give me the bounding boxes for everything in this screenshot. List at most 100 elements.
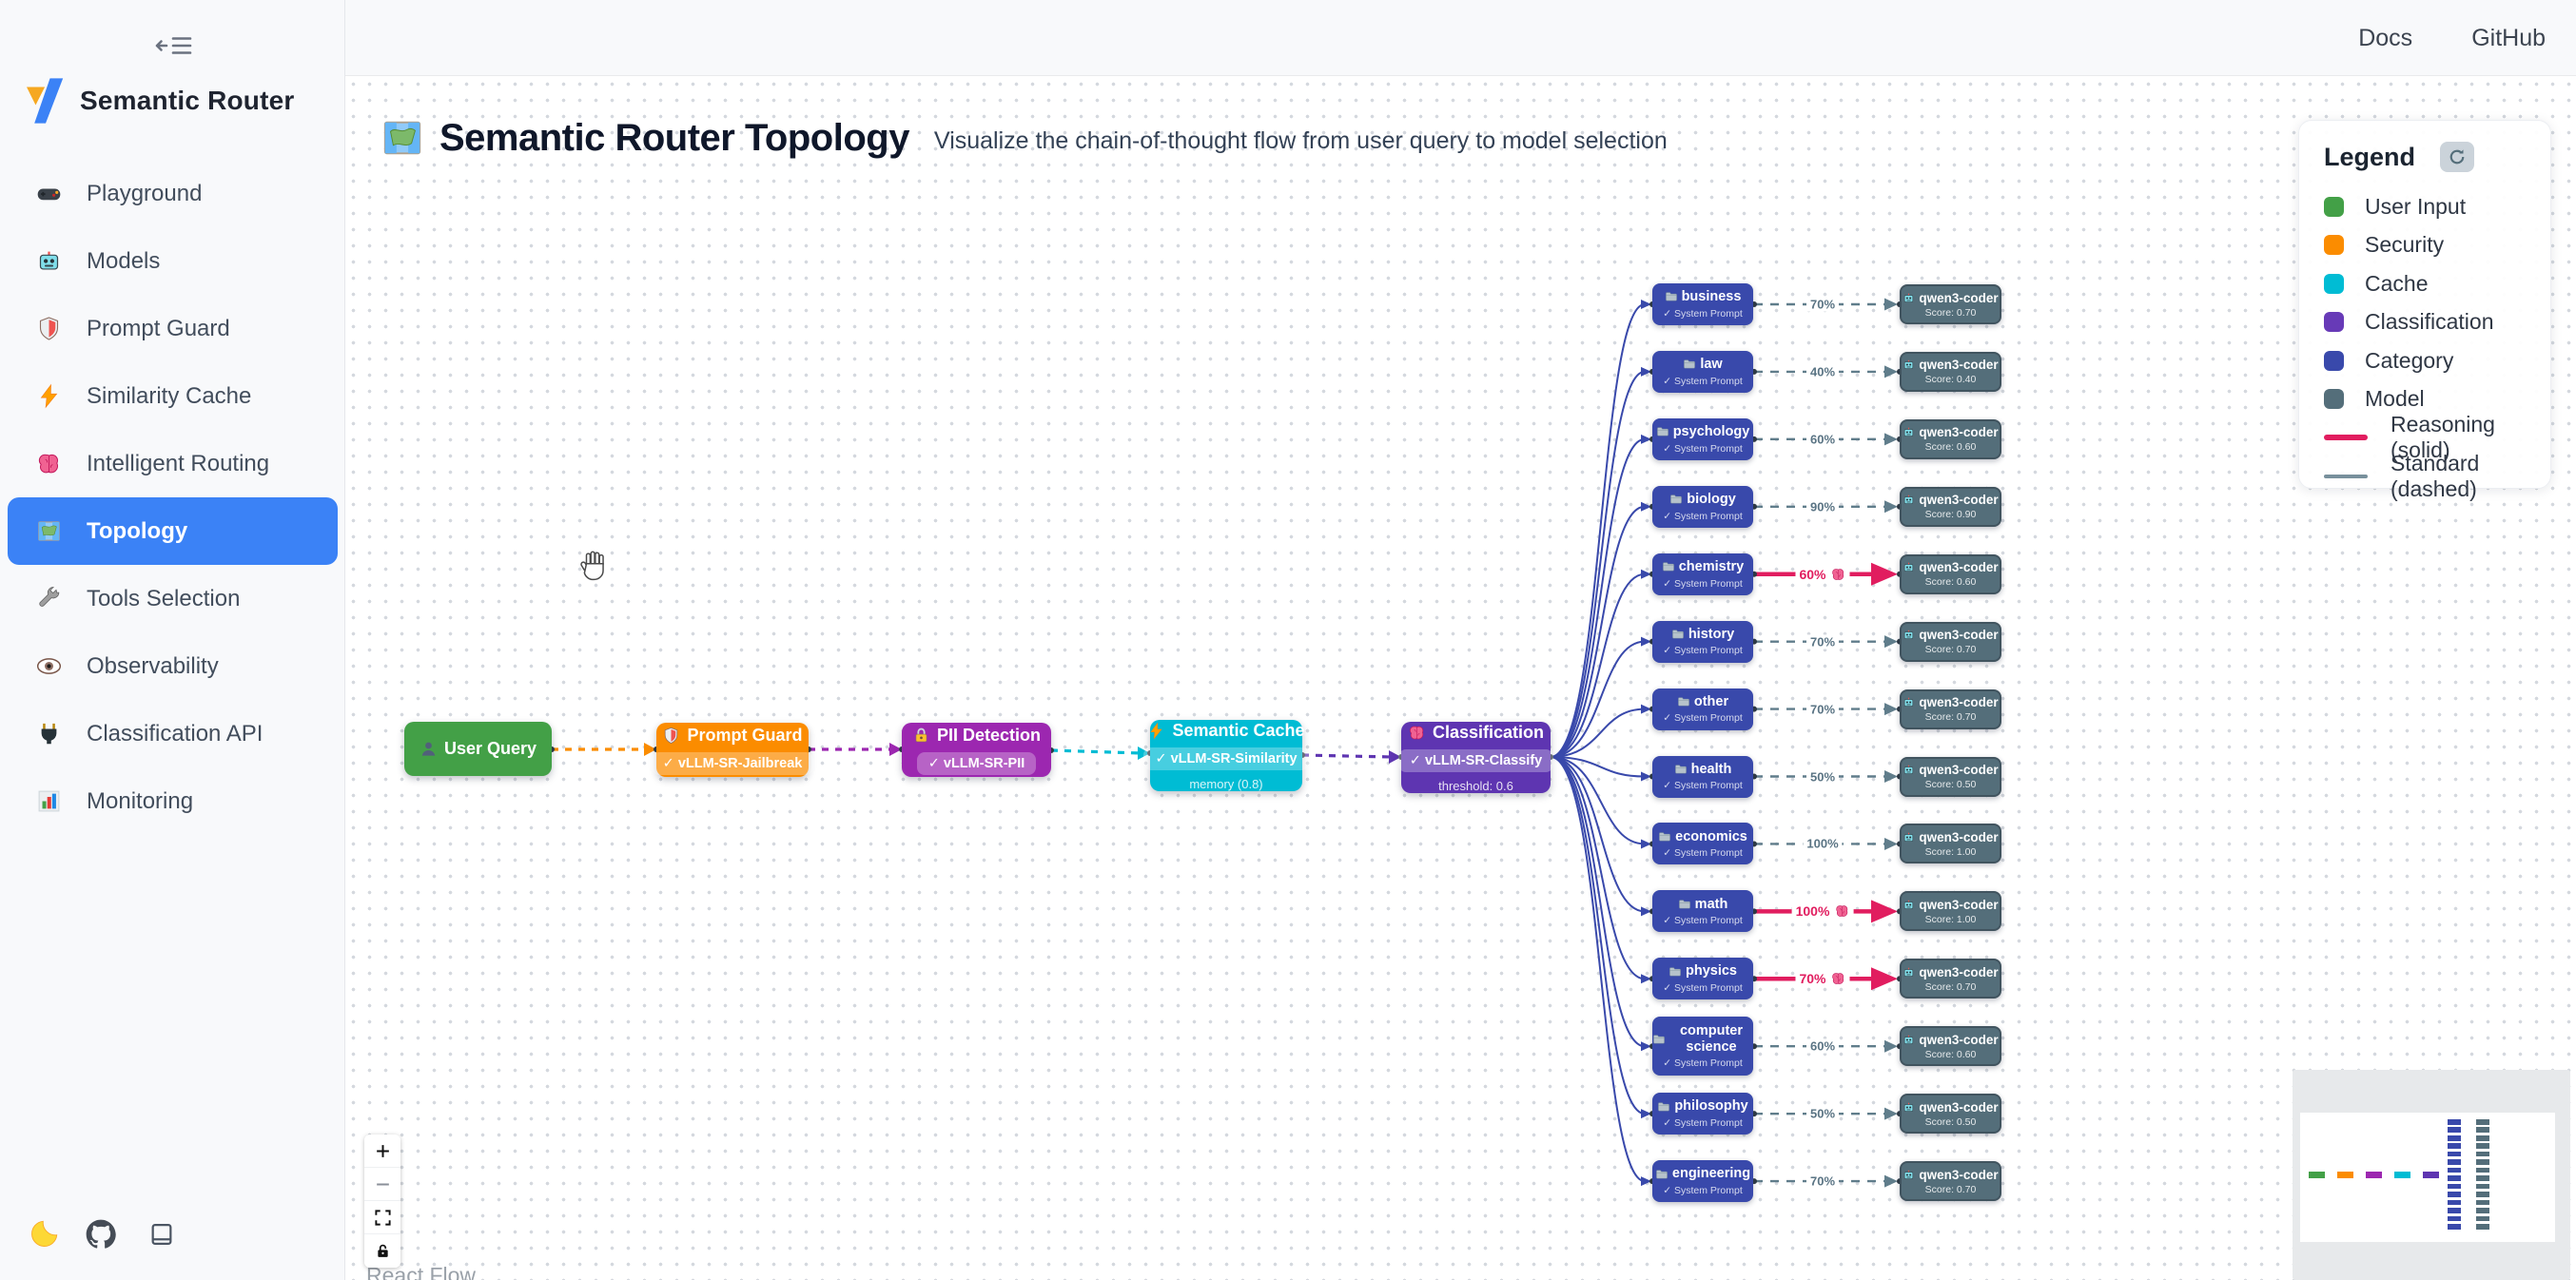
category-node-psychology[interactable]: psychology✓ System Prompt (1652, 417, 1753, 460)
toggle-interactivity-button[interactable] (364, 1234, 400, 1268)
theme-toggle[interactable] (29, 1217, 61, 1252)
category-node-engineering[interactable]: engineering✓ System Prompt (1652, 1160, 1753, 1203)
category-name: law (1700, 357, 1723, 373)
category-node-biology[interactable]: biology ✓ System Prompt (1652, 485, 1753, 528)
legend-label: Reasoning (solid) (2391, 412, 2495, 463)
topbar-link-docs[interactable]: Docs (2358, 24, 2413, 51)
zoom-in-button[interactable] (364, 1135, 400, 1168)
lock-icon-dark (374, 1242, 392, 1260)
minimap-category-node (2448, 1199, 2461, 1206)
model-score: Score: 0.50 (1924, 779, 1977, 790)
topbar-link-github[interactable]: GitHub (2471, 24, 2546, 51)
sidebar-item-label: Models (87, 247, 161, 274)
category-subtitle: ✓ System Prompt (1663, 510, 1743, 522)
github-link[interactable] (86, 1219, 116, 1252)
category-node-health[interactable]: health✓ System Prompt (1652, 755, 1753, 798)
minimap-model-node (2476, 1223, 2489, 1230)
legend-swatch (2324, 196, 2344, 217)
folder-icon (1656, 425, 1669, 438)
robot-icon (1903, 1034, 1915, 1046)
category-node-chemistry[interactable]: chemistry✓ System Prompt (1652, 553, 1753, 595)
sidebar-item-similarity-cache[interactable]: Similarity Cache (8, 362, 338, 430)
zoom-out-button[interactable] (364, 1168, 400, 1201)
category-node-math[interactable]: math✓ System Prompt (1652, 890, 1753, 933)
category-title: business (1665, 289, 1741, 305)
pipeline-node-user-query[interactable]: User Query (404, 722, 552, 776)
minimap-model-node (2476, 1175, 2489, 1181)
sidebar-item-monitoring[interactable]: Monitoring (8, 767, 338, 835)
model-name: qwen3-coder (1919, 1167, 1999, 1182)
sidebar-collapse-button[interactable] (155, 30, 193, 61)
edge-percent: 70% (1809, 297, 1836, 312)
moon-icon (29, 1217, 61, 1250)
category-node-business[interactable]: business ✓ System Prompt (1652, 283, 1753, 325)
sidebar-item-topology[interactable]: Topology (8, 497, 338, 565)
sidebar-item-playground[interactable]: Playground (8, 160, 338, 227)
category-name: engineering (1671, 1166, 1751, 1182)
category-node-computer-science[interactable]: computer science✓ System Prompt (1652, 1017, 1753, 1076)
pipeline-node-prompt-guard[interactable]: Prompt Guard✓ vLLM-SR-Jailbreak (651, 723, 814, 777)
robot-icon (1903, 292, 1915, 304)
minus-icon (374, 1175, 392, 1193)
robot-icon (1903, 1169, 1915, 1181)
sidebar-item-label: Topology (87, 517, 188, 544)
legend-refresh-button[interactable] (2440, 142, 2475, 172)
fit-view-button[interactable] (364, 1201, 400, 1234)
sidebar-item-classification-api[interactable]: Classification API (8, 700, 338, 767)
minimap-category-node (2448, 1167, 2461, 1173)
legend-label: Standard (dashed) (2391, 450, 2480, 501)
sidebar-item-label: Tools Selection (87, 585, 241, 611)
category-node-economics[interactable]: economics✓ System Prompt (1652, 823, 1753, 865)
model-title: qwen3-coder (1903, 898, 1999, 912)
brain-icon (1831, 567, 1846, 582)
sidebar-item-observability[interactable]: Observability (8, 632, 338, 700)
minimap[interactable] (2293, 1070, 2570, 1280)
model-name: qwen3-coder (1919, 1099, 1999, 1115)
pipeline-node-pii-detection[interactable]: PII Detection✓ vLLM-SR-PII (902, 723, 1051, 777)
flow-canvas[interactable]: Semantic Router Topology Visualize the c… (345, 76, 2576, 1280)
page-header: Semantic Router Topology Visualize the c… (381, 116, 1668, 160)
model-score: Score: 0.60 (1924, 1048, 1977, 1060)
legend-swatch (2324, 273, 2344, 294)
model-score: Score: 0.60 (1924, 441, 1977, 454)
brain-icon (1408, 724, 1426, 742)
robot-icon (1903, 561, 1915, 573)
sidebar-item-prompt-guard[interactable]: Prompt Guard (8, 295, 338, 362)
category-node-philosophy[interactable]: philosophy✓ System Prompt (1652, 1093, 1753, 1135)
category-node-other[interactable]: other✓ System Prompt (1652, 688, 1753, 730)
sidebar-item-tools-selection[interactable]: Tools Selection (8, 565, 338, 632)
edges-layer (549, 298, 1903, 1188)
category-subtitle: ✓ System Prompt (1663, 1057, 1743, 1070)
category-title: biology (1669, 492, 1736, 508)
robot-icon (1903, 899, 1915, 911)
category-subtitle: ✓ System Prompt (1663, 307, 1743, 320)
sidebar-item-intelligent-routing[interactable]: Intelligent Routing (8, 430, 338, 497)
category-node-history[interactable]: history✓ System Prompt (1652, 620, 1753, 663)
minimap-model-node (2476, 1151, 2489, 1157)
docs-link[interactable] (148, 1221, 175, 1251)
refresh-icon (2448, 147, 2467, 166)
category-node-law[interactable]: law✓ System Prompt (1652, 350, 1753, 393)
edge-label-business: 70% (1805, 297, 1840, 312)
legend-line-standard-dashed-: Standard (dashed) (2324, 451, 2526, 501)
legend-label: Classification (2365, 309, 2494, 335)
category-node-physics[interactable]: physics✓ System Prompt (1652, 958, 1753, 1000)
sidebar-item-models[interactable]: Models (8, 227, 338, 295)
